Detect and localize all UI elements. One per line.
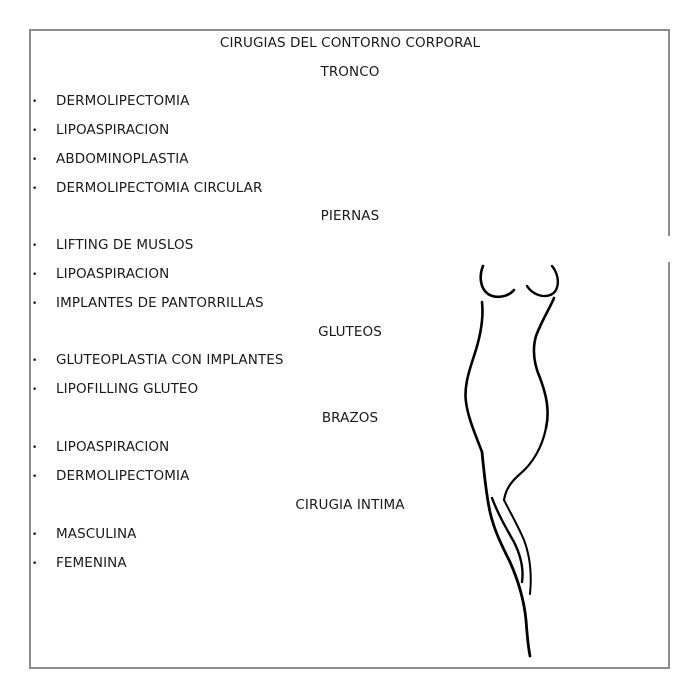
list-item: • DERMOLIPECTOMIA — [0, 87, 700, 116]
section-heading-piernas: PIERNAS — [0, 202, 700, 231]
bullet: • — [32, 356, 38, 366]
section-heading-text: GLUTEOS — [318, 324, 382, 340]
bullet: • — [32, 270, 38, 280]
list-item: • LIPOFILLING GLUTEO — [0, 375, 700, 404]
list-item: • DERMOLIPECTOMIA CIRCULAR — [0, 174, 700, 203]
document-title: CIRUGIAS DEL CONTORNO CORPORAL — [0, 29, 700, 58]
list-item: • FEMENINA — [0, 549, 700, 578]
list-item-text: DERMOLIPECTOMIA — [56, 468, 190, 484]
list-item-text: DERMOLIPECTOMIA CIRCULAR — [56, 180, 263, 196]
title-text: CIRUGIAS DEL CONTORNO CORPORAL — [219, 35, 481, 51]
list-item: • IMPLANTES DE PANTORRILLAS — [0, 289, 700, 318]
section-heading-tronco: TRONCO — [0, 58, 700, 87]
frame-gap — [666, 236, 674, 262]
section-heading-text: TRONCO — [320, 64, 380, 80]
section-heading-brazos: BRAZOS — [0, 404, 700, 433]
bullet: • — [32, 530, 38, 540]
list-item-text: DERMOLIPECTOMIA — [56, 93, 190, 109]
list-item-text: LIPOASPIRACION — [56, 439, 170, 455]
bullet: • — [32, 184, 38, 194]
list-item-text: LIPOFILLING GLUTEO — [56, 381, 199, 397]
list-item: • LIPOASPIRACION — [0, 116, 700, 145]
list-item-text: FEMENINA — [56, 555, 127, 571]
list-item: • GLUTEOPLASTIA CON IMPLANTES — [0, 346, 700, 375]
bullet: • — [32, 299, 38, 309]
bullet: • — [32, 385, 38, 395]
bullet: • — [32, 559, 38, 569]
list-item: • LIFTING DE MUSLOS — [0, 231, 700, 260]
list-item-text: LIPOASPIRACION — [56, 266, 170, 282]
bullet: • — [32, 472, 38, 482]
list-item-text: MASCULINA — [56, 526, 137, 542]
list-item-text: ABDOMINOPLASTIA — [56, 151, 189, 167]
list-item: • MASCULINA — [0, 520, 700, 549]
list-item: • LIPOASPIRACION — [0, 433, 700, 462]
list-item-text: GLUTEOPLASTIA CON IMPLANTES — [56, 352, 284, 368]
bullet: • — [32, 155, 38, 165]
list-item-text: LIPOASPIRACION — [56, 122, 170, 138]
bullet: • — [32, 241, 38, 251]
female-body-silhouette-icon — [464, 264, 560, 658]
list-item: • DERMOLIPECTOMIA — [0, 462, 700, 491]
bullet: • — [32, 443, 38, 453]
section-heading-cirugia-intima: CIRUGIA INTIMA — [0, 491, 700, 520]
section-heading-gluteos: GLUTEOS — [0, 318, 700, 347]
bullet: • — [32, 97, 38, 107]
bullet: • — [32, 126, 38, 136]
list-item-text: IMPLANTES DE PANTORRILLAS — [56, 295, 264, 311]
document-frame — [29, 29, 670, 669]
list-item-text: LIFTING DE MUSLOS — [56, 237, 194, 253]
section-heading-text: CIRUGIA INTIMA — [295, 497, 405, 513]
section-heading-text: BRAZOS — [321, 410, 379, 426]
list-item: • LIPOASPIRACION — [0, 260, 700, 289]
list-item: • ABDOMINOPLASTIA — [0, 145, 700, 174]
section-heading-text: PIERNAS — [320, 208, 380, 224]
